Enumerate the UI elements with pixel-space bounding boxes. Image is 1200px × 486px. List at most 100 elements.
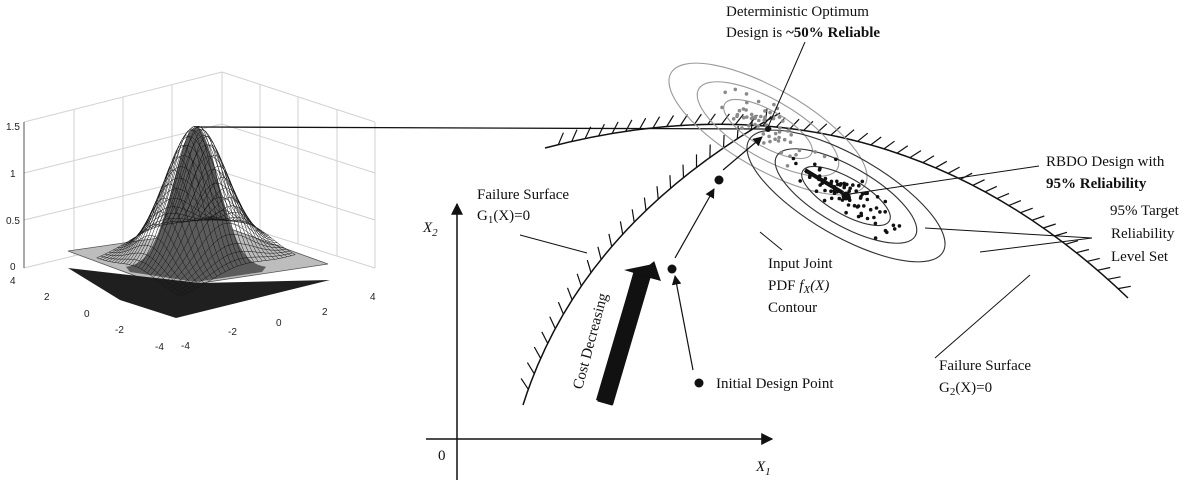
hatch-mark <box>830 126 841 136</box>
mesh-line <box>207 217 292 257</box>
mesh-line <box>183 177 267 261</box>
hatch-mark <box>666 115 675 127</box>
sample-point <box>761 132 766 136</box>
sample-point <box>852 203 857 208</box>
sample-point <box>873 221 878 226</box>
mesh-line <box>129 136 245 265</box>
initial-design-point <box>694 378 704 388</box>
pdf-label-line2: PDF fX(X) <box>768 278 829 296</box>
cost-decreasing-arrow-head <box>624 264 661 281</box>
sample-point <box>885 230 889 235</box>
hatch-mark <box>984 185 998 193</box>
rbdo-label-line2: 95% Reliability <box>1046 176 1147 192</box>
sample-point <box>789 133 793 137</box>
floor-shadow <box>68 268 330 318</box>
sample-point <box>846 203 851 207</box>
hatch-mark <box>576 273 582 287</box>
hatch-mark <box>693 113 702 126</box>
x-tick-label: -4 <box>181 341 190 352</box>
y-tick-label: 2 <box>44 292 50 303</box>
sample-point <box>773 131 778 136</box>
sample-point <box>829 196 834 201</box>
hatch-mark <box>775 117 786 128</box>
mesh-line <box>105 213 221 261</box>
sample-point <box>835 179 839 184</box>
main-axes: 0 X1 X2 <box>422 202 774 480</box>
hatch-mark <box>586 259 592 273</box>
hatch-mark <box>557 132 564 145</box>
sample-point <box>891 223 896 228</box>
sample-point <box>759 114 763 119</box>
mesh-line <box>166 136 251 263</box>
pdf-label-line3: Contour <box>768 300 817 316</box>
hatch-mark <box>870 136 882 146</box>
sample-point <box>777 130 782 134</box>
hatch-mark <box>584 126 592 139</box>
hatch-mark <box>935 160 948 169</box>
sample-point <box>855 205 860 209</box>
hatch-mark <box>762 115 772 127</box>
sample-point <box>854 189 858 193</box>
hatch-mark <box>972 179 985 186</box>
hatch-mark <box>947 166 960 174</box>
deterministic-samples <box>720 87 827 168</box>
sample-point <box>753 122 757 127</box>
sample-point <box>756 124 761 128</box>
sample-point <box>782 137 787 142</box>
hatch-mark <box>721 113 730 125</box>
deterministic-optimum-point <box>765 126 771 132</box>
sample-point <box>860 179 865 184</box>
sample-point <box>723 90 727 95</box>
z-tick-label: 0.5 <box>6 216 20 227</box>
z-tick-label: 1.5 <box>6 122 20 133</box>
hatch-mark <box>803 120 814 131</box>
hatch-mark <box>619 221 624 235</box>
hatch-mark <box>1117 285 1131 290</box>
sample-point <box>773 137 777 141</box>
sample-point <box>776 139 781 143</box>
sample-point <box>875 195 880 199</box>
design-shift-arrow <box>803 168 845 195</box>
sample-point <box>731 117 736 121</box>
y-tick-label: -2 <box>115 325 124 336</box>
hatch-mark <box>638 117 647 130</box>
sample-point <box>868 207 873 212</box>
hatch-mark <box>557 301 564 315</box>
sample-point <box>842 185 846 190</box>
mesh-line <box>120 166 236 264</box>
sample-point <box>837 196 842 201</box>
rbdo-label-line1: RBDO Design with <box>1046 154 1165 170</box>
sample-point <box>822 154 827 159</box>
leader-lines <box>519 41 1093 359</box>
gaussian-surface-fill <box>126 127 266 282</box>
x-tick-label: 0 <box>276 318 282 329</box>
rbdo-pdf-contours <box>746 129 946 263</box>
hatch-mark <box>960 172 973 180</box>
sample-point <box>862 204 866 208</box>
mesh-line <box>135 126 251 267</box>
sample-point <box>745 115 749 119</box>
z-tick-label: 1 <box>10 169 16 180</box>
sample-point <box>873 236 878 240</box>
sample-point <box>735 114 739 119</box>
x-tick-label: 4 <box>370 292 376 303</box>
hatch-mark <box>1031 215 1045 221</box>
mesh-line <box>132 129 248 266</box>
failure-surface-2-line1: Failure Surface <box>939 358 1031 374</box>
deterministic-label-line2: Design is ~50% Reliable <box>726 25 880 41</box>
sample-point <box>865 191 869 195</box>
failure-surface-1-line1: Failure Surface <box>477 187 569 203</box>
hatch-mark <box>816 123 828 134</box>
sample-point <box>781 119 785 123</box>
sample-point <box>788 140 793 144</box>
sample-point <box>883 210 887 214</box>
hatch-mark <box>896 145 909 154</box>
hatch-mark <box>1020 207 1033 214</box>
sample-point <box>858 196 863 200</box>
target-reliability-line3: Level Set <box>1111 249 1169 265</box>
sample-point <box>807 175 812 179</box>
x1-axis-label: X1 <box>755 459 771 478</box>
pdf-label-line1: Input Joint <box>768 256 833 272</box>
failure-surface-2-line2: G2(X)=0 <box>939 380 992 398</box>
